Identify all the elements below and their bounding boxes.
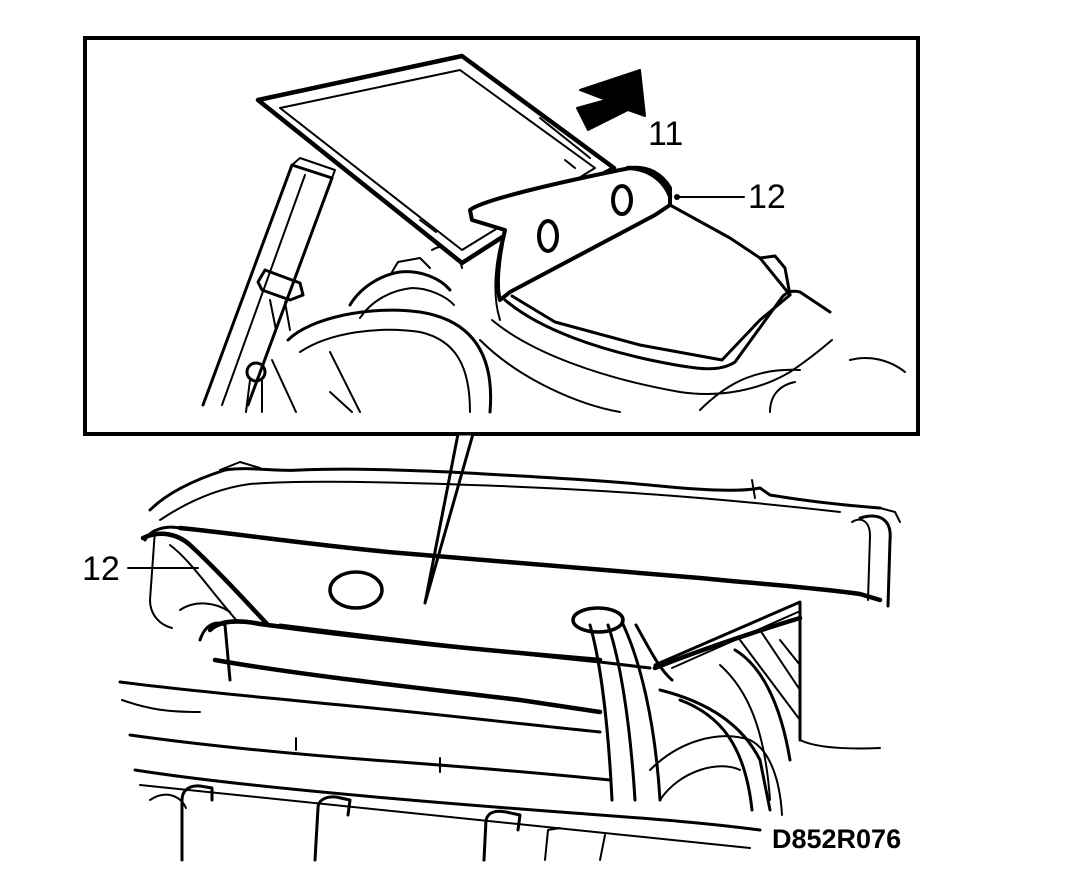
lower-structure: [118, 680, 762, 862]
inset-background-parts: [201, 157, 906, 414]
housing-hole: [611, 184, 633, 216]
callout-12-inset-label: 12: [748, 178, 786, 216]
air-filter-housing: [140, 461, 901, 670]
housing-hole: [328, 570, 384, 610]
leader-line-12-inset: [674, 194, 745, 200]
housing-hole: [571, 606, 625, 634]
hoses-and-lines: [179, 600, 881, 816]
housing-hole: [537, 219, 559, 253]
detail-pointer: [423, 432, 475, 605]
callout-12-main-label: 12: [82, 550, 120, 588]
main-view: 12: [82, 461, 901, 862]
callout-11-label: 11: [648, 115, 683, 153]
figure-code: D852R076: [772, 824, 901, 854]
filter-housing-cover: [468, 165, 792, 362]
inset-detail: 11 12: [83, 36, 920, 436]
arrow-11-pointer: [576, 69, 646, 131]
